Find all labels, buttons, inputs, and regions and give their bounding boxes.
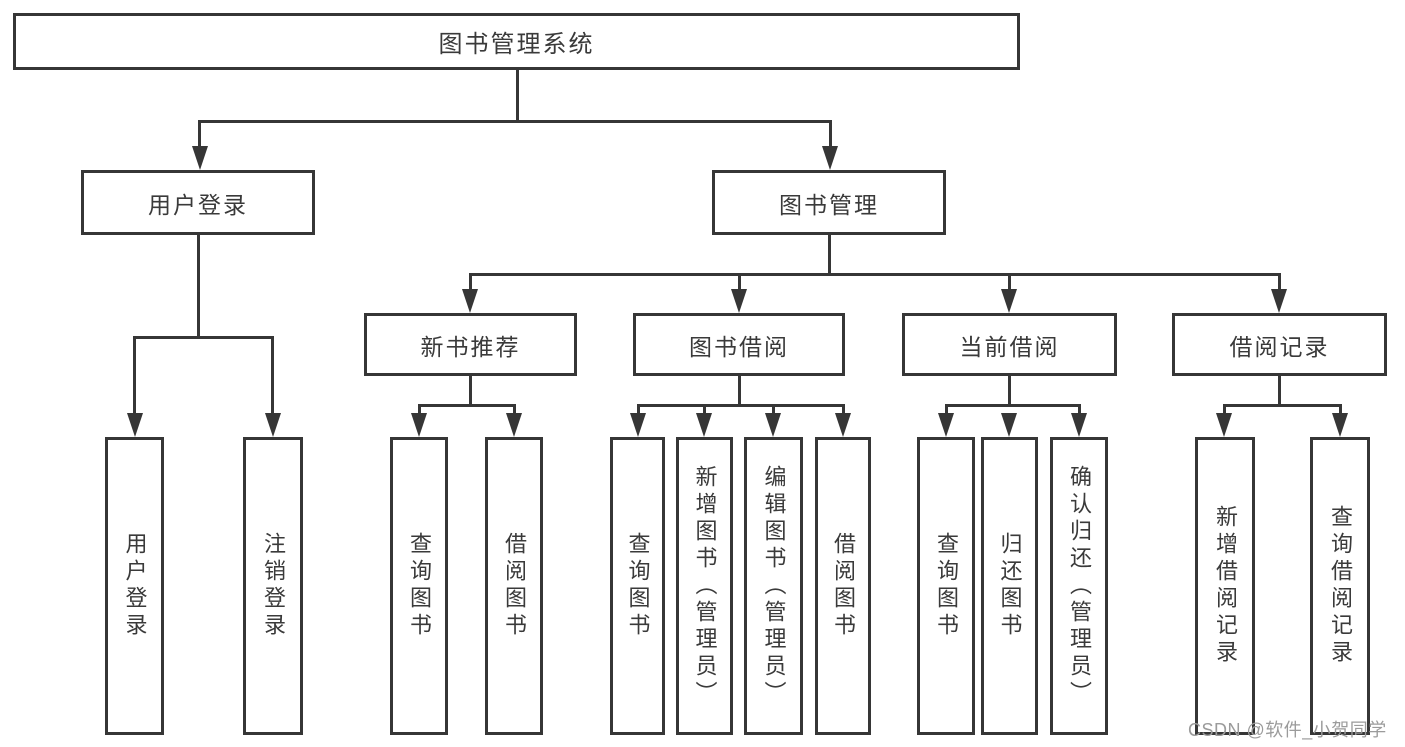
connector-drop: [133, 336, 136, 414]
connector-drop: [829, 120, 832, 148]
arrowhead-down-icon: [835, 413, 851, 437]
arrowhead-down-icon: [630, 413, 646, 437]
leaf-borrow-book: 借阅图书: [815, 437, 871, 735]
arrowhead-down-icon: [1271, 289, 1287, 313]
arrowhead-down-icon: [1216, 413, 1232, 437]
connector-drop: [738, 273, 741, 291]
connector-rail: [945, 404, 1081, 407]
connector-drop: [1078, 404, 1081, 415]
connector-root-stem: [516, 70, 519, 123]
connector-drop: [637, 404, 640, 415]
node-library-management-system: 图书管理系统: [13, 13, 1020, 70]
arrowhead-down-icon: [938, 413, 954, 437]
leaf-edit-book-admin: 编辑图书（管理员）: [744, 437, 803, 735]
node-book-borrow: 图书借阅: [633, 313, 845, 376]
connector-drop: [198, 120, 201, 148]
arrowhead-down-icon: [462, 289, 478, 313]
connector-stem: [1278, 376, 1281, 407]
leaf-query-book-borrow: 查询图书: [610, 437, 665, 735]
arrowhead-down-icon: [127, 413, 143, 437]
connector-stem: [1008, 376, 1011, 407]
leaf-query-book-current: 查询图书: [917, 437, 975, 735]
connector-drop: [1223, 404, 1226, 415]
connector-level2-rail: [198, 120, 832, 123]
connector-stem: [738, 376, 741, 407]
connector-drop: [842, 404, 845, 415]
connector-level3-rail: [469, 273, 1281, 276]
connector-drop: [945, 404, 948, 415]
arrowhead-down-icon: [1001, 289, 1017, 313]
connector-rail: [418, 404, 516, 407]
arrowhead-down-icon: [192, 146, 208, 170]
arrowhead-down-icon: [696, 413, 712, 437]
connector-rail: [637, 404, 845, 407]
node-user-login: 用户登录: [81, 170, 315, 235]
arrowhead-down-icon: [765, 413, 781, 437]
node-new-book-recommend: 新书推荐: [364, 313, 577, 376]
connector-drop: [1278, 273, 1281, 291]
leaf-add-borrow-record: 新增借阅记录: [1195, 437, 1255, 735]
csdn-watermark: CSDN @软件_小贺同学: [1188, 720, 1387, 740]
arrowhead-down-icon: [265, 413, 281, 437]
leaf-query-borrow-record: 查询借阅记录: [1310, 437, 1370, 735]
connector-drop: [1339, 404, 1342, 415]
connector-drop: [1008, 273, 1011, 291]
arrowhead-down-icon: [1332, 413, 1348, 437]
connector-stem: [469, 376, 472, 407]
leaf-borrow-book-recommend: 借阅图书: [485, 437, 543, 735]
arrowhead-down-icon: [731, 289, 747, 313]
leaf-return-book: 归还图书: [981, 437, 1038, 735]
leaf-confirm-return-admin: 确认归还（管理员）: [1050, 437, 1108, 735]
leaf-user-login: 用户登录: [105, 437, 164, 735]
connector-drop: [703, 404, 706, 415]
connector-user-login-stem: [197, 235, 200, 339]
connector-drop: [418, 404, 421, 415]
arrowhead-down-icon: [1071, 413, 1087, 437]
arrowhead-down-icon: [1001, 413, 1017, 437]
connector-rail: [1223, 404, 1342, 407]
arrowhead-down-icon: [411, 413, 427, 437]
connector-drop: [513, 404, 516, 415]
node-borrow-record: 借阅记录: [1172, 313, 1387, 376]
arrowhead-down-icon: [506, 413, 522, 437]
node-current-borrow: 当前借阅: [902, 313, 1117, 376]
connector-drop: [271, 336, 274, 414]
connector-book-management-stem: [828, 235, 831, 275]
connector-drop: [772, 404, 775, 415]
connector-user-login-rail: [133, 336, 274, 339]
node-book-management: 图书管理: [712, 170, 946, 235]
arrowhead-down-icon: [822, 146, 838, 170]
leaf-logout: 注销登录: [243, 437, 303, 735]
leaf-add-book-admin: 新增图书（管理员）: [676, 437, 733, 735]
leaf-query-book-recommend: 查询图书: [390, 437, 448, 735]
connector-drop: [469, 273, 472, 291]
